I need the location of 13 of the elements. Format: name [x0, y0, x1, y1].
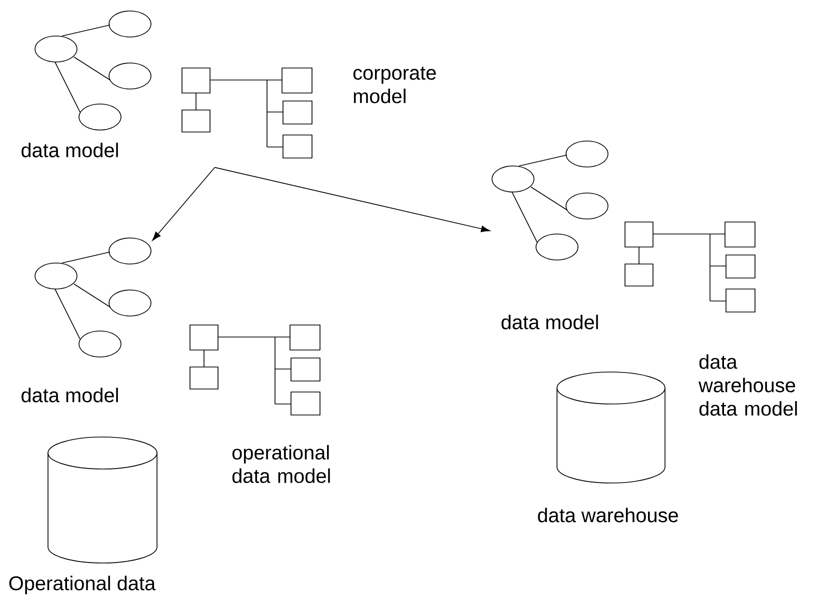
arrow	[214, 167, 490, 232]
caption-label: data model	[22, 142, 118, 158]
caption-label: data warehouse	[538, 508, 678, 522]
ellipse-tree-drawing	[34, 238, 152, 358]
caption-label: operational data model	[232, 444, 330, 484]
caption-label: corporate model	[353, 66, 436, 104]
caption-label: data model	[502, 314, 598, 330]
ellipse-tree-drawing	[492, 140, 608, 260]
box-diagram-drawing	[182, 68, 312, 158]
caption-label: data warehouse data model	[698, 354, 797, 416]
caption-label: Operational data	[9, 576, 156, 594]
caption-label: data model	[22, 388, 118, 402]
arrow	[152, 167, 216, 241]
